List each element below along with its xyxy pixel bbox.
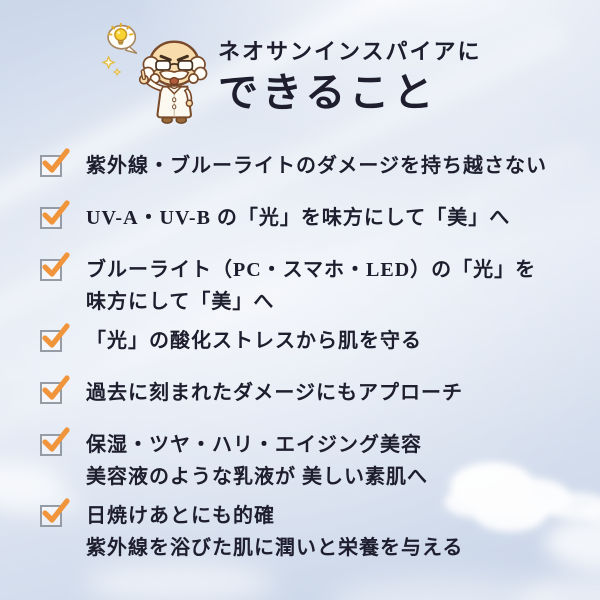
professor-mascot-icon xyxy=(101,22,208,124)
checkbox-checked-icon xyxy=(40,375,70,404)
cloud xyxy=(450,462,535,510)
page-title: できること xyxy=(218,70,438,115)
checklist-item: UV-A・UV-B の「光」を味方にして「美」へ xyxy=(40,200,572,234)
checkbox-checked-icon xyxy=(40,323,70,352)
checklist-item: ブルーライト（PC・スマホ・LED）の「光」を 味方にして「美」へ xyxy=(40,252,572,318)
lightbulb-icon xyxy=(107,22,134,45)
checklist-item-text: 過去に刻まれたダメージにもアプローチ xyxy=(86,382,463,404)
checklist-item: 日焼けあとにも的確 紫外線を浴びた肌に潤いと栄養を与える xyxy=(40,498,572,564)
checklist-item-text: ブルーライト（PC・スマホ・LED）の「光」を xyxy=(86,259,537,281)
checkbox-checked-icon xyxy=(40,498,70,527)
checklist-item: 保湿・ツヤ・ハリ・エイジング美容 美容液のような乳液が 美しい素肌へ xyxy=(40,427,572,493)
checklist-item-text: 味方にして「美」へ xyxy=(86,291,275,313)
checklist-item: 「光」の酸化ストレスから肌を守る xyxy=(40,323,572,357)
header-subtitle: ネオサンインスパイアに xyxy=(218,39,482,64)
checklist-item-text: 紫外線・ブルーライトのダメージを持ち越さない xyxy=(86,155,547,177)
header: ネオサンインスパイアに できること xyxy=(218,38,482,115)
professor-figure xyxy=(138,40,208,124)
cloud xyxy=(85,562,275,600)
checklist-item-text: UV-A・UV-B の「光」を味方にして「美」へ xyxy=(86,207,511,229)
checklist-item-text: 保湿・ツヤ・ハリ・エイジング美容 xyxy=(86,434,422,456)
checklist-item-text: 「光」の酸化ストレスから肌を守る xyxy=(86,330,422,352)
cloud xyxy=(520,572,600,600)
checklist-item-text: 美容液のような乳液が 美しい素肌へ xyxy=(86,466,428,488)
hair-tufts xyxy=(141,55,208,84)
checklist-item: 紫外線・ブルーライトのダメージを持ち越さない xyxy=(40,148,572,182)
checkbox-checked-icon xyxy=(40,200,70,229)
speech-bubble xyxy=(107,22,138,54)
benefits-checklist: 紫外線・ブルーライトのダメージを持ち越さない UV-A・UV-B の「光」を味方… xyxy=(40,148,572,571)
checklist-item-text: 日焼けあとにも的確 xyxy=(86,505,275,527)
checkbox-checked-icon xyxy=(40,427,70,456)
glasses-icon xyxy=(155,60,194,71)
checklist-item-text: 紫外線を浴びた肌に潤いと栄養を与える xyxy=(86,537,464,559)
cloud xyxy=(330,578,560,600)
checkbox-checked-icon xyxy=(40,148,70,177)
sparkle-icon xyxy=(101,55,122,77)
checklist-item: 過去に刻まれたダメージにもアプローチ xyxy=(40,375,572,409)
checkbox-checked-icon xyxy=(40,252,70,281)
